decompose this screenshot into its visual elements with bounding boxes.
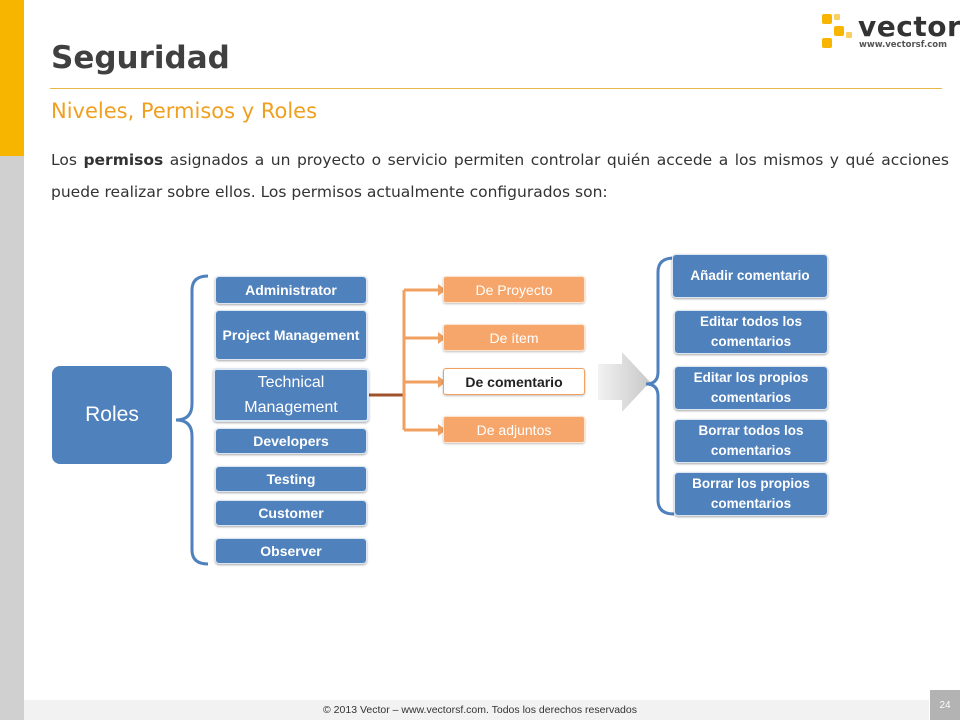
type-de-item: De ítem bbox=[443, 324, 585, 351]
intro-paragraph: Los permisos asignados a un proyecto o s… bbox=[51, 151, 949, 201]
action-anadir-comentario: Añadir comentario bbox=[672, 254, 828, 298]
role-customer: Customer bbox=[215, 500, 367, 526]
vector-logo-icon bbox=[822, 14, 852, 48]
action-borrar-propios: Borrar los propios comentarios bbox=[674, 472, 828, 516]
page-title: Seguridad bbox=[51, 40, 230, 76]
roles-root-node: Roles bbox=[52, 366, 172, 464]
role-observer: Observer bbox=[215, 538, 367, 564]
type-de-comentario: De comentario bbox=[443, 368, 585, 395]
type-de-proyecto: De Proyecto bbox=[443, 276, 585, 303]
bold-keyword: permisos bbox=[83, 151, 164, 169]
page-number: 24 bbox=[930, 690, 960, 720]
role-administrator: Administrator bbox=[215, 276, 367, 304]
type-de-adjuntos: De adjuntos bbox=[443, 416, 585, 443]
logo-url: www.vectorsf.com bbox=[859, 40, 947, 50]
title-divider bbox=[50, 88, 942, 89]
role-technical-management: Technical Management bbox=[213, 368, 369, 422]
role-project-management: Project Management bbox=[215, 310, 367, 360]
side-accent-bar bbox=[0, 0, 24, 156]
action-editar-propios: Editar los propios comentarios bbox=[674, 366, 828, 410]
footer-copyright: © 2013 Vector – www.vectorsf.com. Todos … bbox=[323, 704, 637, 716]
side-gray-bar bbox=[0, 156, 24, 720]
page-subtitle: Niveles, Permisos y Roles bbox=[51, 99, 318, 123]
footer-bar bbox=[24, 700, 929, 720]
logo-name: vector bbox=[858, 10, 960, 43]
arrow-icon bbox=[598, 352, 650, 412]
role-testing: Testing bbox=[215, 466, 367, 492]
action-editar-todos: Editar todos los comentarios bbox=[674, 310, 828, 354]
action-borrar-todos: Borrar todos los comentarios bbox=[674, 419, 828, 463]
role-developers: Developers bbox=[215, 428, 367, 454]
